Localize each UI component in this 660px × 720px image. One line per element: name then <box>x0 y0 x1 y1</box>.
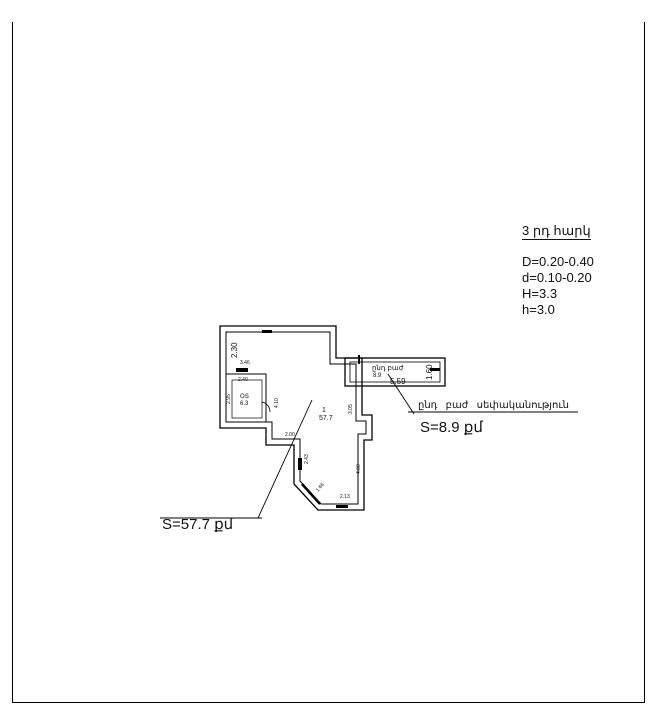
legend-line-d-upper: D=0.20-0.40 <box>522 254 594 269</box>
balcony-leader <box>387 373 415 415</box>
window-mark <box>430 368 440 371</box>
window-mark <box>301 483 321 505</box>
floor-title: 3 րդ հարկ <box>522 223 591 240</box>
window-mark <box>298 458 302 470</box>
dim-diagonal-lower: 1.66 <box>315 482 326 493</box>
window-mark <box>336 505 348 508</box>
balcony-room-label: ընդ բաժ <box>372 364 404 372</box>
dim-right-wall-lower: 4.00 <box>356 464 362 474</box>
balcony-room-area: 8.9 <box>373 373 382 379</box>
window-mark <box>262 330 272 333</box>
side-room-area: 6.3 <box>240 401 249 407</box>
sheet-border-right <box>644 22 645 702</box>
window-mark <box>236 368 248 372</box>
dim-side-room-height: 2.95 <box>226 394 232 404</box>
dim-top-left-horizontal: 3.46 <box>240 360 250 366</box>
balcony-ownership-label: ընդ բաժ սեփականություն <box>418 400 569 411</box>
balcony-width-dim: 5.59 <box>390 377 406 386</box>
dim-diagonal-upper: 2.43 <box>304 454 310 464</box>
floor-legend: 3 րդ հարկ D=0.20-0.40 d=0.10-0.20 H=3.3 … <box>522 222 594 318</box>
dim-lower-step: 2.00 <box>285 432 295 438</box>
side-room-door <box>261 401 271 413</box>
sheet-border-bottom <box>12 702 645 703</box>
balcony-depth-dim: 1.60 <box>425 364 434 380</box>
apartment-inner-wall <box>225 331 367 505</box>
dim-right-wall-upper: 3.05 <box>348 404 354 414</box>
side-room-inner <box>231 379 263 419</box>
legend-line-h-lower: h=3.0 <box>522 302 555 317</box>
dim-bottom-wall: 2.13 <box>340 494 350 500</box>
balcony-wall <box>344 357 446 387</box>
dim-top-left-vertical: 2.30 <box>230 342 239 358</box>
legend-line-d-lower: d=0.10-0.20 <box>522 270 592 285</box>
dim-inner-vertical: 4.10 <box>274 398 280 408</box>
room-number: 1 <box>322 407 326 414</box>
dim-side-room-width: 2.40 <box>238 377 248 383</box>
balcony-total-area: S=8.9 քմ <box>420 419 483 436</box>
apartment-leader <box>257 399 313 519</box>
apartment-total-area: S=57.7 քմ <box>162 516 234 533</box>
legend-line-h-upper: H=3.3 <box>522 286 558 301</box>
side-room-wall <box>225 373 267 423</box>
sheet-border-left <box>12 22 13 702</box>
side-room-label: ՕՏ <box>240 393 249 400</box>
room-area: 57.7 <box>319 415 333 422</box>
balcony-inner <box>349 361 441 383</box>
